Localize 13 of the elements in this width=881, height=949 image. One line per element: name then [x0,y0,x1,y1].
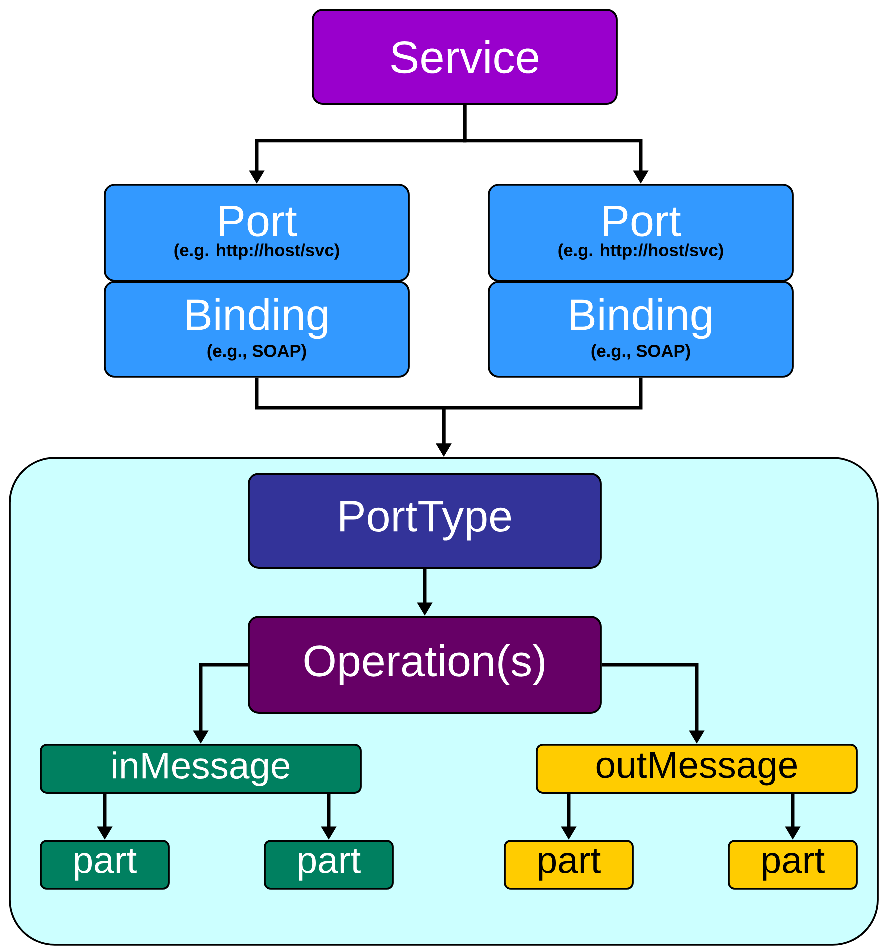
operation-box: Operation(s) [248,616,602,714]
message-box: outMessage [536,744,858,794]
port-box: Port (e.g. http://host/svc) [488,184,794,282]
part-box: part [40,840,170,890]
binding-box: Binding (e.g., SOAP) [488,281,794,378]
message-box: inMessage [40,744,362,794]
binding-box: Binding (e.g., SOAP) [104,281,410,378]
part-box: part [728,840,858,890]
part-box: part [504,840,634,890]
part-box: part [264,840,394,890]
port-box: Port (e.g. http://host/svc) [104,184,410,282]
service-box: Service [312,9,618,105]
porttype-box: PortType [248,473,602,569]
